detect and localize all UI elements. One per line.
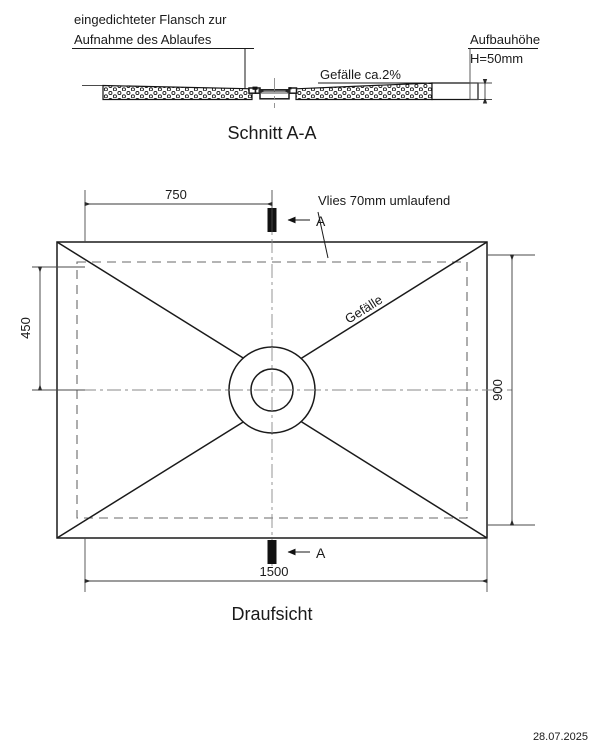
section-view-group bbox=[72, 48, 538, 108]
drain-flange-assembly bbox=[248, 78, 298, 108]
buildup-height-dimension bbox=[468, 48, 538, 104]
flange-note-line2: Aufnahme des Ablaufes bbox=[74, 32, 212, 47]
section-slope-label: Gefälle ca.2% bbox=[320, 67, 401, 82]
date-stamp: 28.07.2025 bbox=[533, 731, 588, 743]
dimension-1500-value: 1500 bbox=[260, 564, 289, 579]
section-view-title: Schnitt A-A bbox=[227, 123, 316, 143]
insulation-wedge-right bbox=[295, 82, 433, 101]
section-marker-top bbox=[267, 208, 310, 232]
flange-callout-leader bbox=[72, 48, 254, 89]
dimension-900-value: 900 bbox=[490, 379, 505, 401]
buildup-height-note-line1: Aufbauhöhe bbox=[470, 32, 540, 47]
drawing-labels: eingedichteter Flansch zur Aufnahme des … bbox=[18, 12, 588, 743]
plan-view-group bbox=[32, 190, 535, 592]
dimension-450 bbox=[32, 266, 85, 391]
section-marker-bottom bbox=[267, 540, 310, 564]
dimension-450-value: 450 bbox=[18, 317, 33, 339]
slope-diagonals bbox=[56, 241, 488, 539]
section-marker-top-label: A bbox=[316, 213, 326, 229]
insulation-wedge-left bbox=[102, 84, 253, 101]
buildup-height-note-line2: H=50mm bbox=[470, 51, 523, 66]
flange-note-line1: eingedichteter Flansch zur bbox=[74, 12, 227, 27]
buildup-block-right bbox=[431, 82, 479, 101]
plan-view-title: Draufsicht bbox=[231, 604, 312, 624]
dimension-1500 bbox=[84, 538, 488, 592]
section-marker-bottom-label: A bbox=[316, 545, 326, 561]
dimension-750-value: 750 bbox=[165, 187, 187, 202]
dimension-750 bbox=[84, 190, 273, 242]
dimension-900 bbox=[487, 254, 535, 526]
fleece-note-leader bbox=[317, 211, 329, 259]
fleece-note: Vlies 70mm umlaufend bbox=[318, 193, 450, 208]
